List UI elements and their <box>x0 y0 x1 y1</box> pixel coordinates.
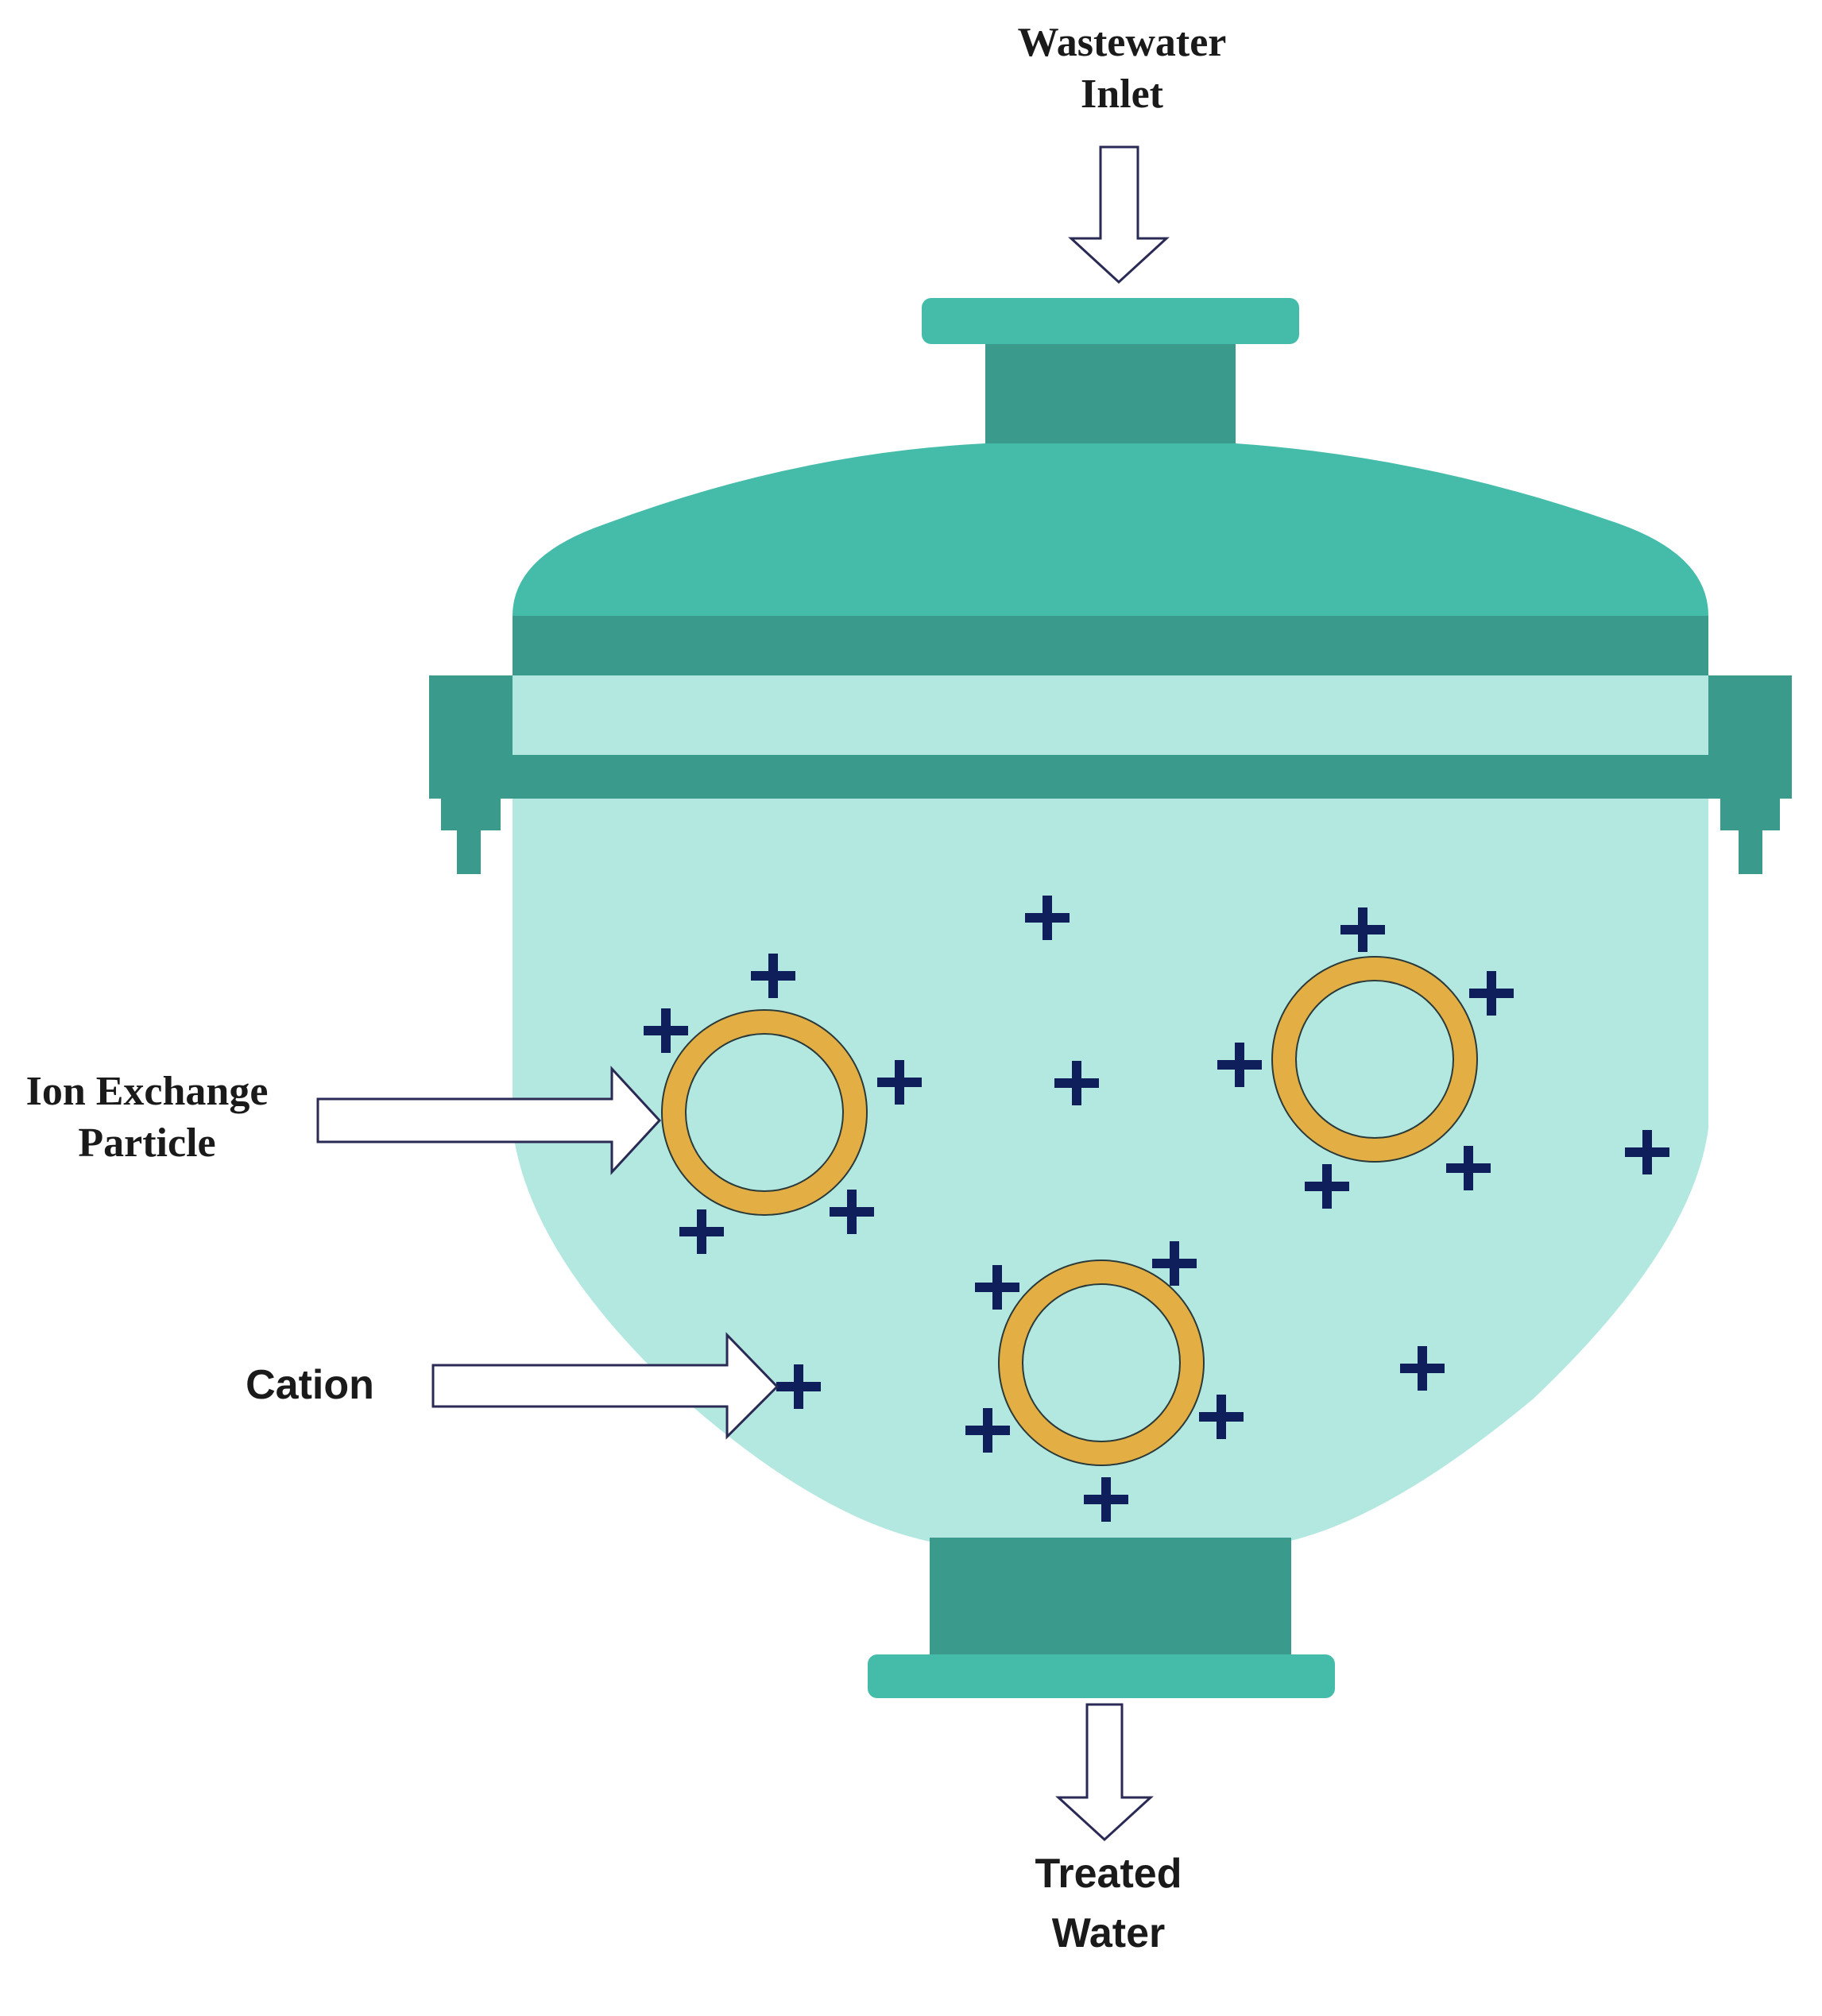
outlet-neck <box>930 1538 1291 1657</box>
cation-plus-icon <box>1446 1146 1491 1190</box>
cation-plus-icon <box>1217 1043 1262 1087</box>
cation-plus-icon <box>679 1209 724 1254</box>
outlet-label-line1: Treated <box>1035 1851 1182 1897</box>
inlet-label-line1: Wastewater <box>1018 20 1227 65</box>
cation-label: Cation <box>246 1362 374 1408</box>
cation-plus-icon <box>1340 907 1385 952</box>
ion-exchange-particles <box>661 956 1478 1466</box>
cation-plus-icon <box>830 1190 874 1234</box>
cation-plus-icon <box>1025 896 1070 940</box>
cation-plus-icon <box>1054 1061 1099 1105</box>
cation-plus-icon <box>751 954 795 998</box>
ion-exchange-particle <box>1295 980 1454 1139</box>
ion-exchange-particle <box>662 1010 867 1215</box>
flow-arrows <box>316 145 1170 1842</box>
cation-plus-icon <box>877 1060 922 1105</box>
inlet-neck <box>985 344 1236 443</box>
inlet-flange <box>922 298 1299 344</box>
cations-group <box>644 896 1669 1522</box>
particle-pointer-arrow-icon <box>316 1066 662 1175</box>
cation-plus-icon <box>1199 1395 1244 1439</box>
outlet-label-line2: Water <box>1052 1910 1166 1956</box>
cation-plus-icon <box>1305 1164 1349 1209</box>
cation-pointer-arrow-icon <box>431 1332 779 1440</box>
cation-plus-icon <box>1400 1346 1445 1391</box>
ion-exchange-particle <box>1271 956 1478 1163</box>
outlet-arrow-icon <box>1055 1703 1154 1842</box>
ion-exchange-particle <box>1272 957 1477 1162</box>
ion-exchange-particle <box>1022 1283 1181 1442</box>
inlet-label-line2: Inlet <box>1081 72 1164 117</box>
lid-band <box>513 616 1708 675</box>
cation-plus-icon <box>1625 1130 1669 1174</box>
ion-exchange-particle <box>998 1260 1205 1466</box>
ion-exchange-particle <box>685 1033 844 1192</box>
cation-plus-icon <box>965 1408 1010 1453</box>
vessel <box>429 298 1792 1698</box>
particle-label-line2: Particle <box>78 1120 215 1166</box>
cation-plus-icon <box>1152 1241 1197 1286</box>
lower-flange-band <box>429 755 1792 799</box>
cation-plus-icon <box>1084 1477 1128 1522</box>
vessel-dome-lid <box>513 443 1708 616</box>
cation-plus-icon <box>1469 971 1514 1016</box>
cation-plus-icon <box>776 1364 821 1409</box>
particle-label-line1: Ion Exchange <box>26 1069 269 1114</box>
cation-plus-icon <box>644 1008 688 1053</box>
ion-exchange-particle <box>999 1260 1204 1465</box>
labels: Wastewater Inlet Ion Exchange Particle C… <box>26 20 1227 1956</box>
cation-plus-icon <box>975 1265 1019 1310</box>
sight-band <box>513 675 1708 755</box>
outlet-flange <box>868 1654 1335 1698</box>
inlet-arrow-icon <box>1068 145 1170 284</box>
ion-exchange-particle <box>661 1009 868 1216</box>
